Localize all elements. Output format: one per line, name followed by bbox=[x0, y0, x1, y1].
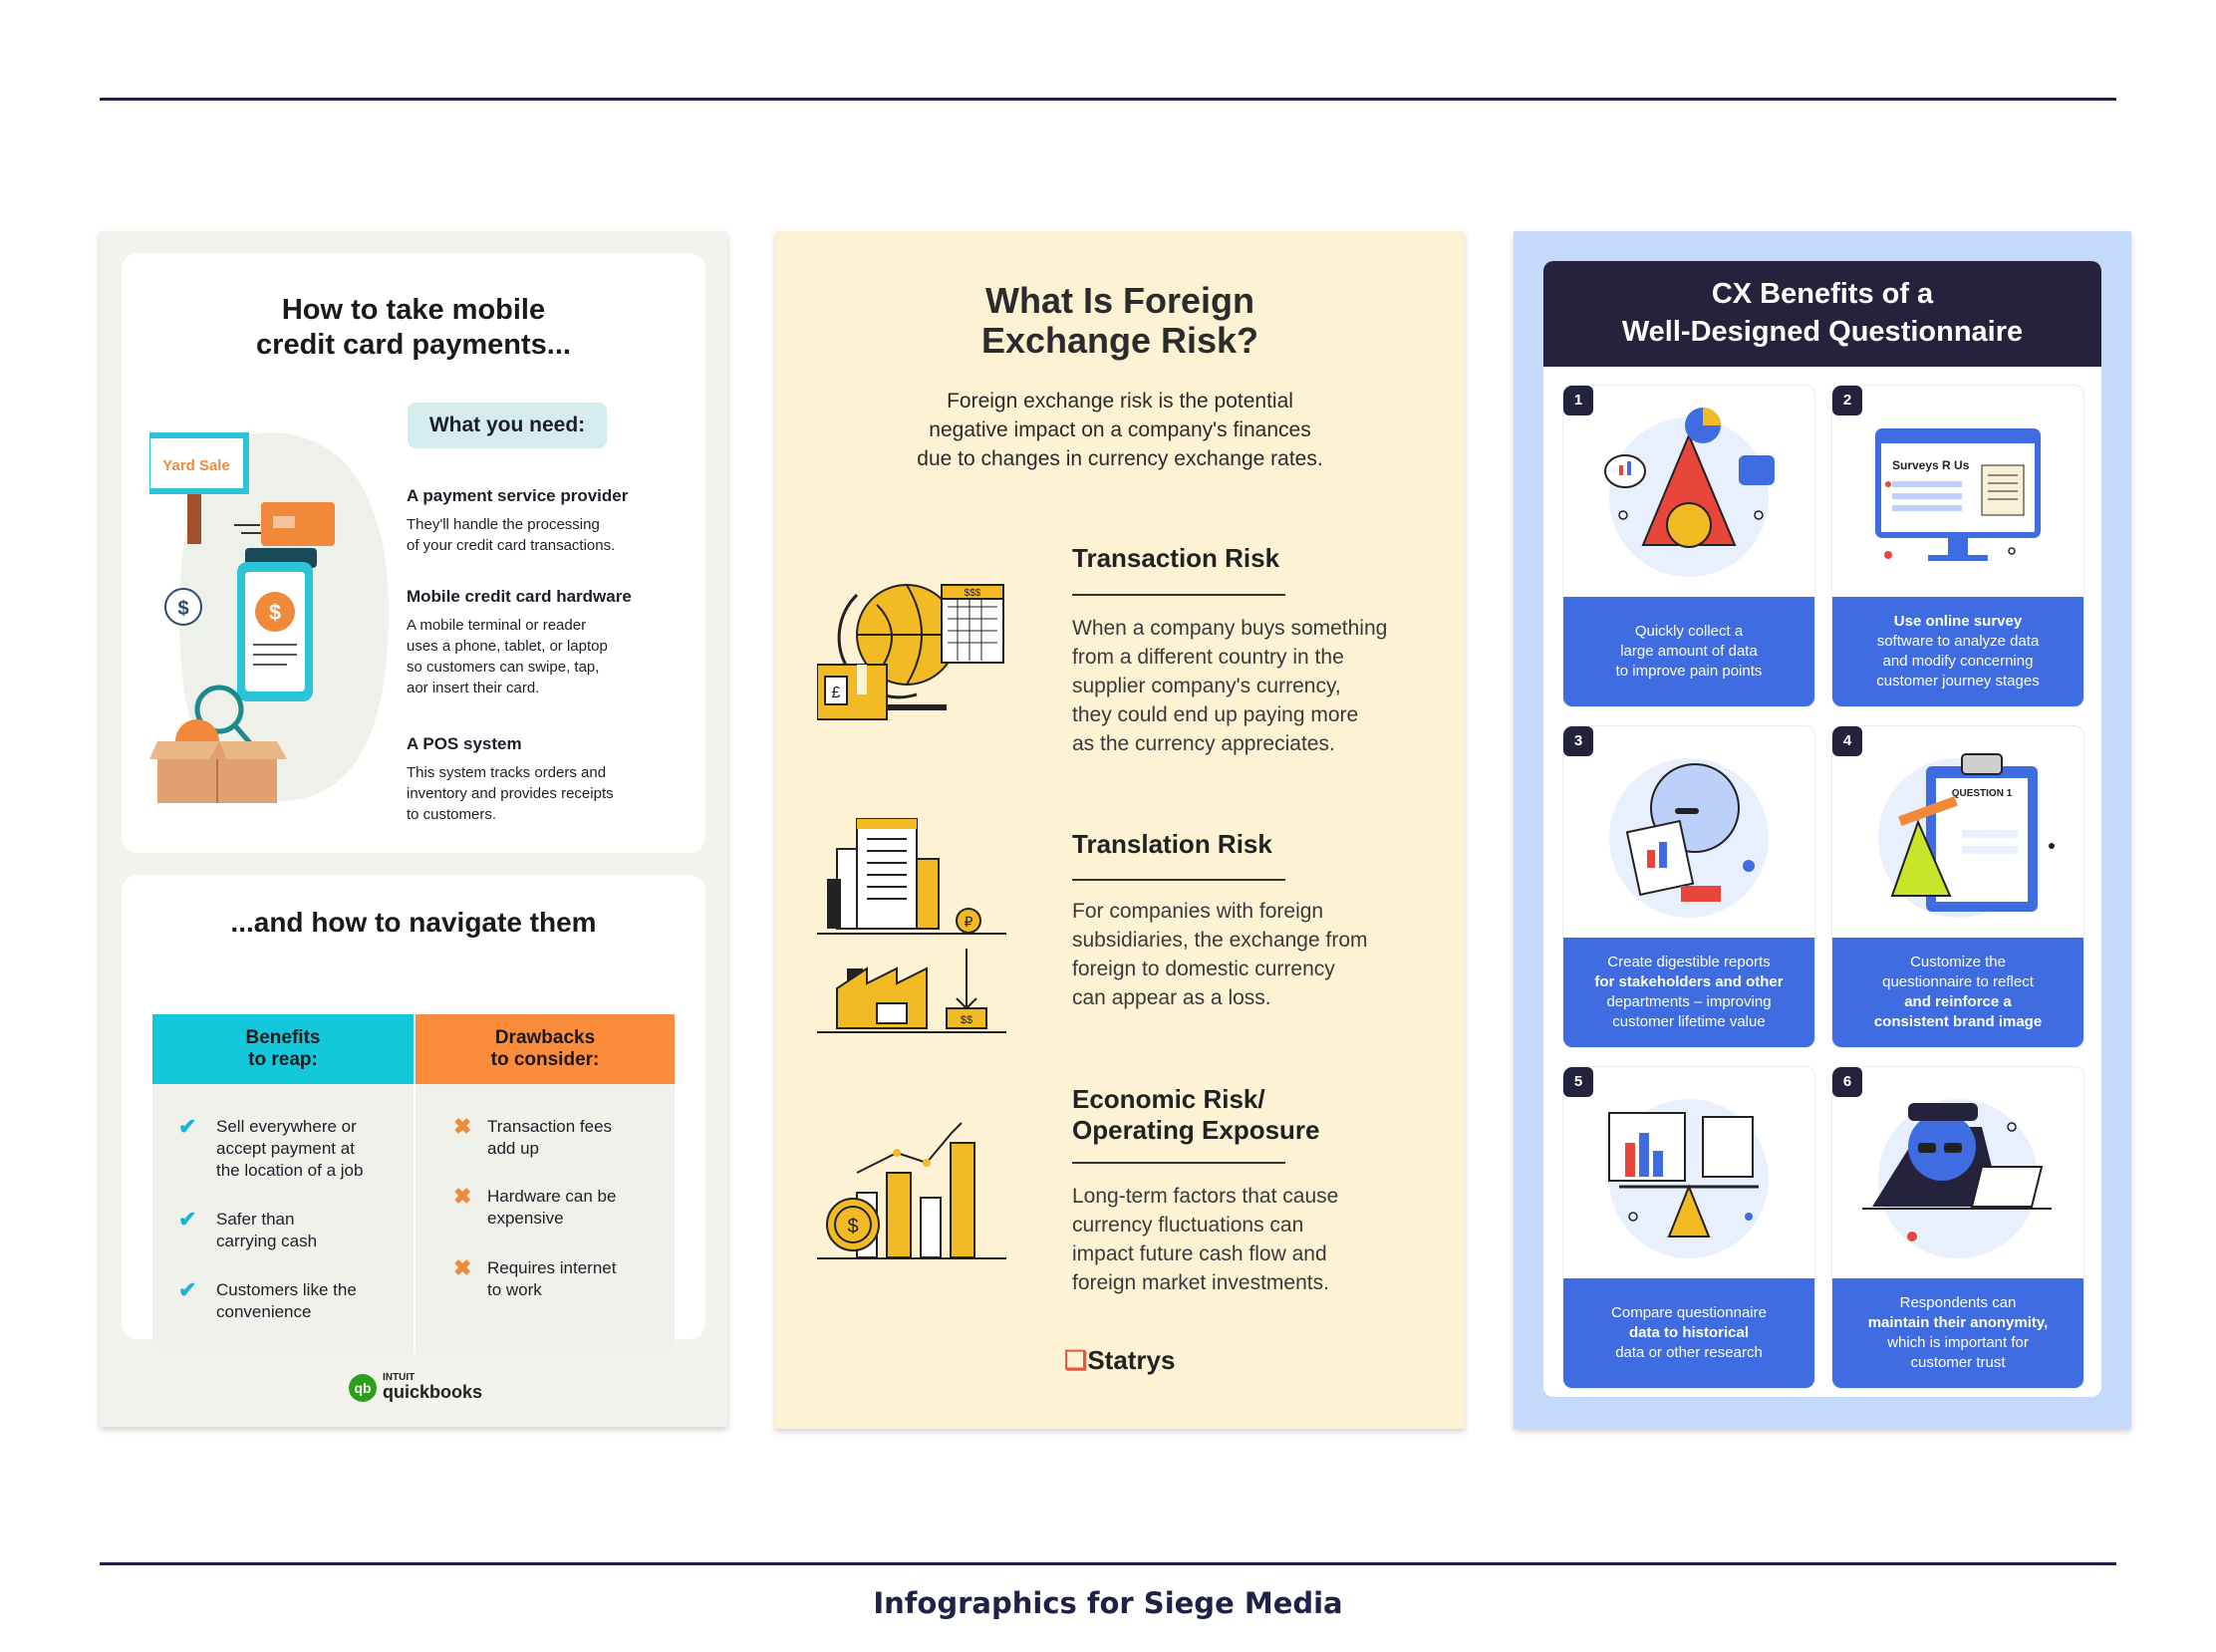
svg-text:$$$: $$$ bbox=[965, 588, 981, 599]
requirement-payment-provider: A payment service provider They'll handl… bbox=[407, 486, 629, 554]
payment-illustration: Yard Sale $ $ bbox=[149, 432, 389, 803]
card-number: 2 bbox=[1832, 386, 1862, 415]
footer-caption: Infographics for Siege Media bbox=[873, 1586, 1343, 1620]
card-number: 5 bbox=[1563, 1067, 1593, 1097]
clipboard-character-icon: QUESTION 1 bbox=[1878, 753, 2055, 918]
risk-heading: Transaction Risk bbox=[1072, 543, 1280, 573]
svg-text:QUESTION 1: QUESTION 1 bbox=[1952, 788, 2013, 799]
svg-text:Surveys R Us: Surveys R Us bbox=[1892, 458, 1970, 472]
svg-text:Yard Sale: Yard Sale bbox=[162, 457, 230, 474]
table-divider bbox=[414, 1084, 416, 1353]
anonymous-character-icon bbox=[1862, 1099, 2052, 1258]
infographic-mobile-payments[interactable]: How to take mobile credit card payments.… bbox=[100, 231, 727, 1427]
risk-heading: Translation Risk bbox=[1072, 829, 1272, 859]
monitor-survey-icon: Surveys R Us bbox=[1875, 428, 2041, 561]
card-number: 3 bbox=[1563, 726, 1593, 756]
requirement-pos-system: A POS system This system tracks orders a… bbox=[407, 734, 614, 823]
what-you-need-label: What you need: bbox=[408, 403, 607, 448]
svg-text:$: $ bbox=[269, 600, 281, 625]
warning-character-icon bbox=[1604, 408, 1775, 577]
heading-underline bbox=[1072, 879, 1285, 881]
svg-text:$: $ bbox=[177, 598, 188, 620]
cross-icon: ✖ bbox=[453, 1114, 472, 1139]
card-number: 6 bbox=[1832, 1067, 1862, 1097]
svg-text:$$: $$ bbox=[961, 1014, 972, 1026]
navigate-title: ...and how to navigate them bbox=[230, 907, 597, 938]
card-number: 4 bbox=[1832, 726, 1862, 756]
check-icon: ✔ bbox=[178, 1207, 197, 1232]
svg-text:£: £ bbox=[832, 685, 841, 701]
check-icon: ✔ bbox=[178, 1114, 197, 1139]
heading-underline bbox=[1072, 594, 1285, 596]
scale-comparison-icon bbox=[1608, 1099, 1769, 1258]
svg-text:$: $ bbox=[847, 1216, 858, 1238]
svg-text:₽: ₽ bbox=[965, 914, 973, 930]
cross-icon: ✖ bbox=[453, 1184, 472, 1209]
heading-underline bbox=[1072, 1162, 1285, 1164]
risk-heading: Economic Risk/Operating Exposure bbox=[1072, 1084, 1320, 1145]
statrys-logo: ❑Statrys bbox=[1064, 1345, 1176, 1375]
globe-calendar-illustration: £ $$$ bbox=[817, 584, 1004, 720]
what-you-need-card: How to take mobile credit card payments.… bbox=[122, 253, 705, 853]
bottom-rule bbox=[100, 1562, 2116, 1565]
cross-icon: ✖ bbox=[453, 1255, 472, 1280]
statrys-logo-icon: ❑ bbox=[1064, 1345, 1088, 1375]
buildings-factory-illustration: ₽ $$ bbox=[817, 818, 1006, 1033]
qb-icon: qb bbox=[349, 1374, 377, 1402]
check-icon: ✔ bbox=[178, 1277, 197, 1302]
quickbooks-logo: qb INTUIT quickbooks bbox=[349, 1372, 488, 1408]
top-rule bbox=[100, 98, 2116, 101]
card-number: 1 bbox=[1563, 386, 1593, 415]
requirement-card-hardware: Mobile credit card hardware A mobile ter… bbox=[407, 587, 632, 696]
report-character-icon bbox=[1609, 758, 1769, 918]
panel1-title: How to take mobile credit card payments.… bbox=[256, 294, 571, 361]
bar-chart-coin-illustration: $ bbox=[817, 1122, 1006, 1259]
